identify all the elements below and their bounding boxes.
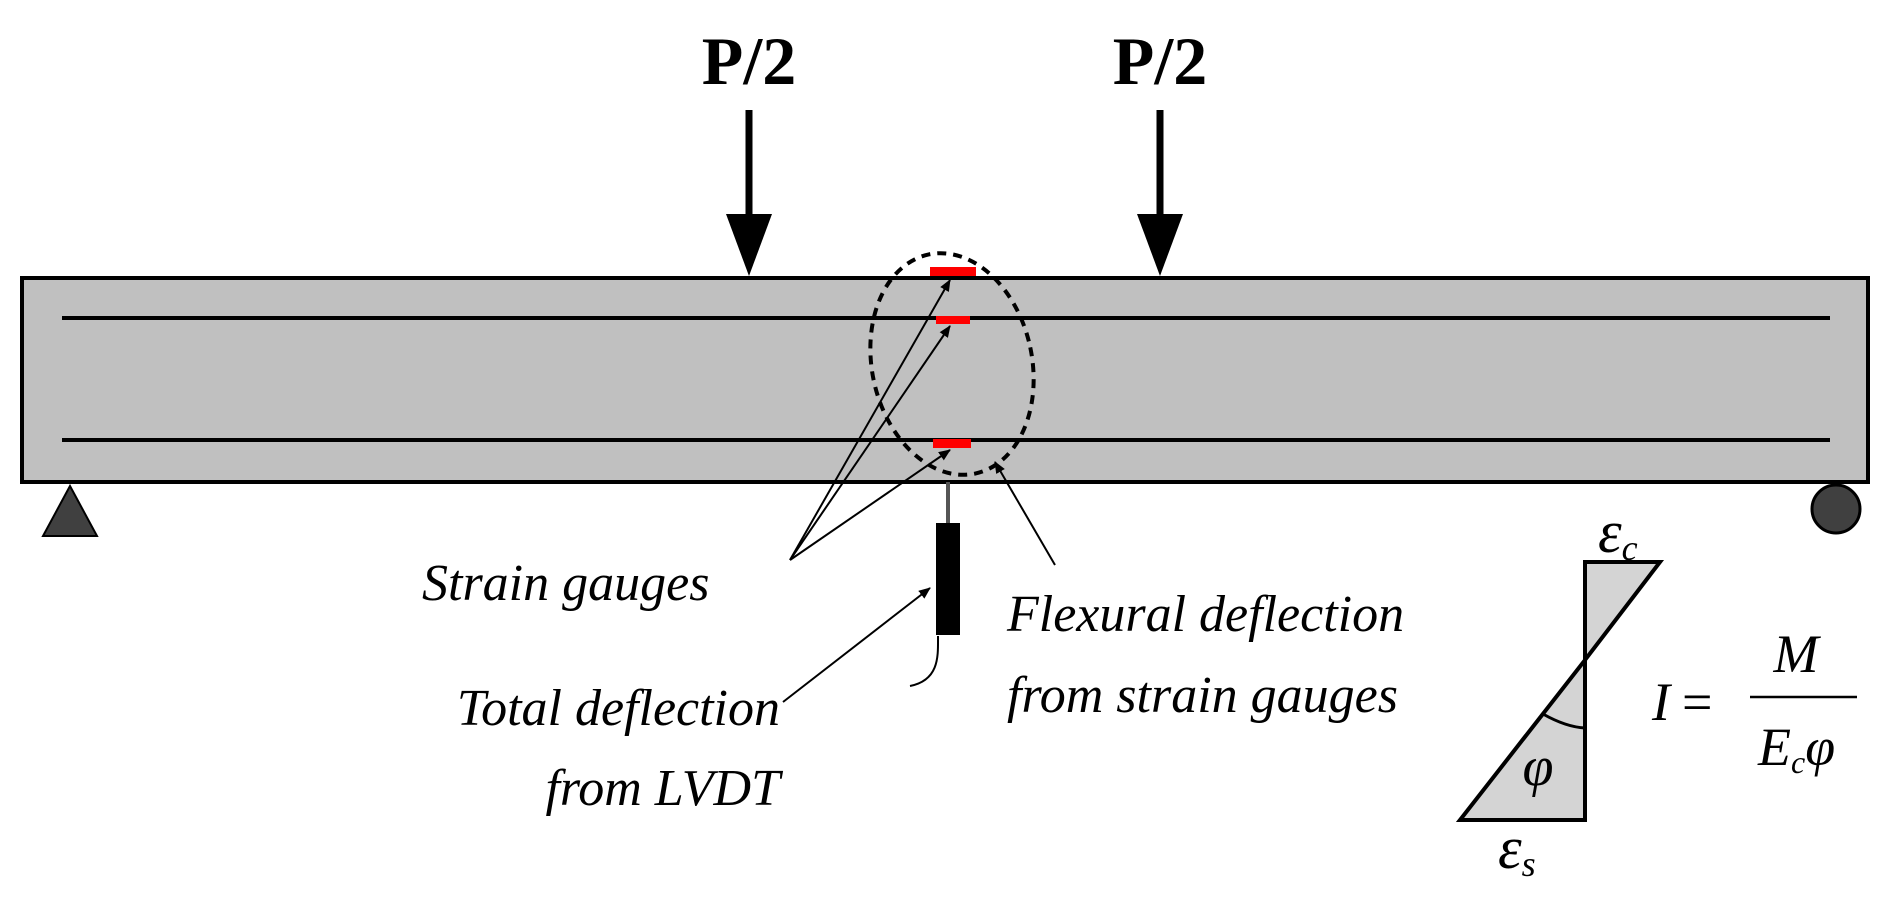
lvdt-body: [936, 523, 960, 635]
strain-top-symbol: εc: [1598, 499, 1638, 568]
formula-denominator: Ecφ: [1757, 717, 1835, 780]
flexural-deflection-label-line2: from strain gauges: [1007, 667, 1398, 724]
formula-numerator: M: [1773, 624, 1822, 684]
beam: [20, 276, 1870, 484]
load-label-right: P/2: [1113, 23, 1207, 99]
strain-gauges-label: Strain gauges: [422, 555, 709, 612]
formula-lhs: I=: [1651, 672, 1712, 732]
strain-bottom-symbol: εs: [1498, 815, 1536, 884]
load-label-left: P/2: [702, 23, 796, 99]
curvature-angle-arc: [1542, 712, 1586, 730]
lvdt-cable: [909, 635, 940, 687]
load-arrowhead-left: [726, 214, 772, 276]
strain-gauge-bottom: [933, 439, 971, 448]
gauge-region-outline: [868, 251, 1036, 477]
strain-gauge-top: [930, 267, 976, 276]
strain-tension-zone: [1455, 654, 1587, 822]
strain-gauge-middle: [936, 316, 970, 324]
pin-support-icon: [41, 483, 99, 537]
total-deflection-label-line1: Total deflection: [457, 680, 780, 737]
flexural-pointer: [994, 461, 1056, 566]
gauge-pointer-middle: [789, 325, 951, 561]
roller-support-icon: [1810, 483, 1862, 535]
gauge-pointer-bottom: [789, 449, 951, 561]
lvdt-pointer: [782, 587, 931, 703]
total-deflection-label-line2: from LVDT: [545, 760, 783, 817]
load-arrowhead-right: [1137, 214, 1183, 276]
flexural-deflection-label-line1: Flexural deflection: [1006, 586, 1404, 643]
curvature-angle-symbol: φ: [1523, 736, 1554, 798]
gauge-pointer-top: [789, 279, 951, 561]
strain-compression-zone: [1583, 560, 1665, 666]
